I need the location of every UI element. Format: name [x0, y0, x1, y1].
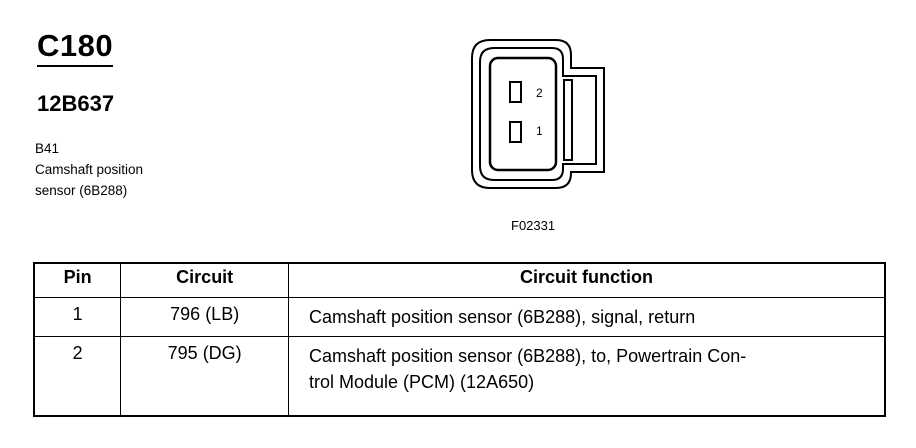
locking-tab [563, 79, 573, 161]
connector-cavity [488, 56, 558, 172]
circuit-function-cell: Camshaft position sensor (6B288), to, Po… [288, 336, 886, 417]
connector-inner-shell [479, 47, 597, 181]
circuit-cell: 795 (DG) [120, 336, 290, 417]
circuit-cell: 796 (LB) [120, 297, 290, 337]
table-header-row: Pin Circuit Circuit function [33, 262, 886, 298]
circuit-function-cell: Camshaft position sensor (6B288), signal… [288, 297, 886, 337]
connector-outer-shell [471, 39, 605, 189]
header-pin: Pin [33, 262, 122, 298]
table-row: 1 796 (LB) Camshaft position sensor (6B2… [33, 297, 886, 337]
pin-2-label: 2 [536, 86, 543, 100]
figure-reference: F02331 [511, 218, 556, 233]
connector-face-diagram: 2 1 [471, 39, 605, 189]
pin-cell: 2 [33, 336, 122, 417]
circuit-function-line: Camshaft position sensor (6B288), signal… [309, 307, 696, 327]
header-circuit: Circuit [120, 262, 290, 298]
circuit-function-line: trol Module (PCM) (12A650) [309, 372, 535, 392]
table-row: 2 795 (DG) Camshaft position sensor (6B2… [33, 336, 886, 417]
pin-cell: 1 [33, 297, 122, 337]
connector-id: C180 [37, 30, 114, 67]
pin-1-terminal [509, 121, 522, 143]
part-number: 12B637 [37, 91, 115, 116]
component-code: B41 [35, 141, 60, 156]
pin-table: Pin Circuit Circuit function 1 796 (LB) … [33, 262, 886, 417]
pin-2-terminal [509, 81, 522, 103]
circuit-function-line: Camshaft position sensor (6B288), to, Po… [309, 346, 747, 366]
component-name-line2: sensor (6B288) [35, 183, 128, 198]
header-circuit-function: Circuit function [288, 262, 886, 298]
component-description: B41 Camshaft position sensor (6B288) [35, 138, 143, 201]
pin-1-label: 1 [536, 124, 543, 138]
component-name-line1: Camshaft position [35, 162, 144, 177]
